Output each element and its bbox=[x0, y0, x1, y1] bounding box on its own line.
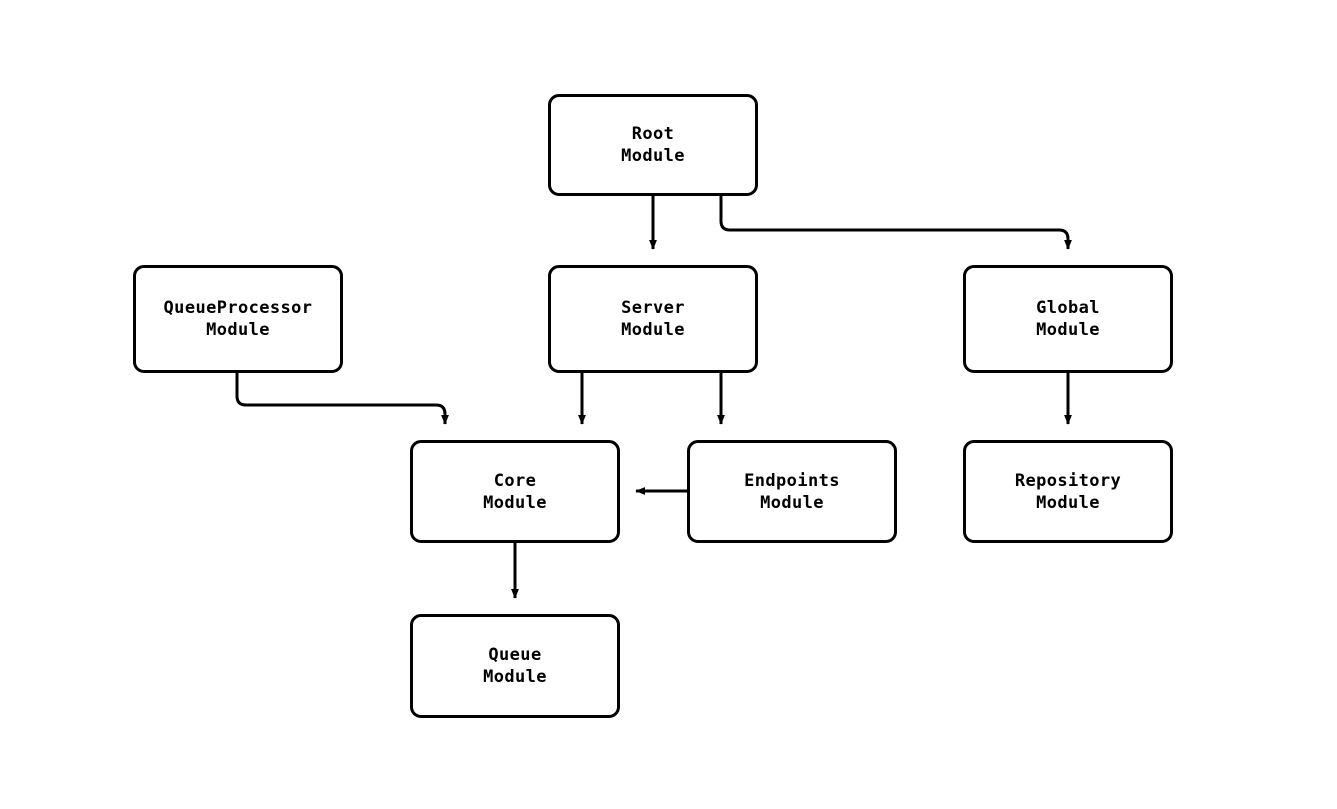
node-endpoints-module-name: Endpoints bbox=[744, 470, 840, 491]
node-root-module[interactable]: Root Module bbox=[548, 94, 758, 196]
node-repository-module[interactable]: Repository Module bbox=[963, 440, 1173, 543]
node-queue-module-suffix: Module bbox=[483, 667, 547, 687]
node-server-module-name: Server bbox=[621, 298, 685, 318]
node-core-module[interactable]: Core Module bbox=[410, 440, 620, 543]
edge-queueprocessor-to-core bbox=[235, 373, 449, 425]
node-endpoints-module-suffix: Module bbox=[760, 492, 824, 513]
node-core-module-suffix: Module bbox=[483, 492, 547, 513]
node-server-module[interactable]: Server Module bbox=[548, 265, 758, 373]
node-queue-module[interactable]: Queue Module bbox=[410, 614, 620, 718]
node-server-module-suffix: Module bbox=[621, 320, 685, 340]
node-queueprocessor-module[interactable]: QueueProcessor Module bbox=[133, 265, 343, 373]
node-global-module-suffix: Module bbox=[1036, 320, 1100, 340]
node-repository-module-suffix: Module bbox=[1036, 492, 1100, 513]
node-queueprocessor-module-suffix: Module bbox=[206, 320, 270, 340]
node-core-module-name: Core bbox=[493, 470, 537, 491]
node-endpoints-module[interactable]: Endpoints Module bbox=[687, 440, 897, 543]
node-global-module[interactable]: Global Module bbox=[963, 265, 1173, 373]
edge-root-to-global bbox=[719, 196, 1072, 250]
node-queue-module-name: Queue bbox=[488, 645, 542, 665]
node-global-module-name: Global bbox=[1036, 298, 1100, 318]
node-root-module-suffix: Module bbox=[621, 146, 685, 166]
node-queueprocessor-module-name: QueueProcessor bbox=[163, 298, 313, 318]
node-root-module-name: Root bbox=[631, 124, 675, 144]
node-repository-module-name: Repository bbox=[1014, 470, 1122, 491]
